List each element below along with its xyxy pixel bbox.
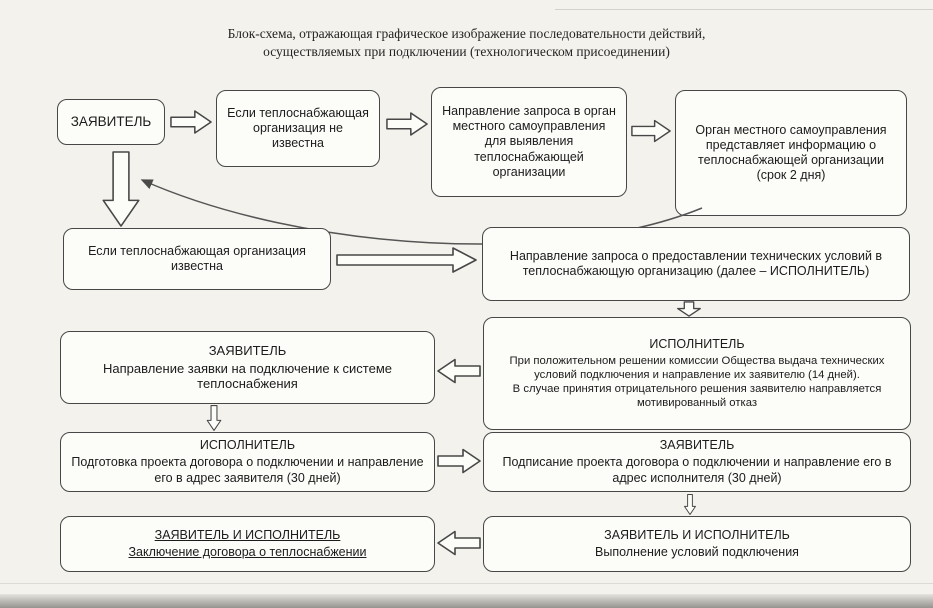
box-request-tech-conditions: Направление запроса о предоставлении тех… bbox=[482, 227, 910, 301]
arrow-applicant-to-org-unknown-icon bbox=[170, 110, 212, 134]
box-executor-decision-text-negative: В случае принятия отрицательного решения… bbox=[512, 383, 882, 410]
scan-artifact-top-line bbox=[555, 9, 933, 10]
box-application-submission-text: Направление заявки на подключение к сист… bbox=[102, 360, 393, 392]
arrow-application-down-icon bbox=[206, 405, 222, 431]
scan-artifact-mid-line bbox=[0, 583, 933, 584]
box-application-submission-title: ЗАЯВИТЕЛЬ bbox=[208, 342, 287, 358]
box-request-to-local-government: Направление запроса в орган местного сам… bbox=[431, 87, 627, 197]
box-application-submission: ЗАЯВИТЕЛЬ Направление заявки на подключе… bbox=[60, 331, 435, 404]
box-applicant-text: ЗАЯВИТЕЛЬ bbox=[70, 113, 152, 129]
box-conditions-fulfillment-text: Выполнение условий подключения bbox=[595, 545, 799, 559]
arrow-fulfillment-to-conclusion-icon bbox=[437, 530, 481, 556]
box-contract-conclusion-text: Заключение договора о теплоснабжении bbox=[128, 545, 367, 559]
arrow-contract-draft-to-signing-icon bbox=[437, 448, 481, 474]
box-org-known: Если теплоснабжающая организация известн… bbox=[63, 228, 331, 290]
box-local-government-provides-info: Орган местного самоуправления представля… bbox=[675, 90, 907, 216]
arrow-applicant-down-icon bbox=[102, 151, 140, 227]
box-applicant: ЗАЯВИТЕЛЬ bbox=[57, 99, 165, 145]
box-contract-conclusion-title: ЗАЯВИТЕЛЬ И ИСПОЛНИТЕЛЬ bbox=[154, 527, 341, 542]
box-executor-decision: ИСПОЛНИТЕЛЬ При положительном решении ко… bbox=[483, 317, 911, 430]
arrow-request-to-local-government-icon bbox=[631, 119, 671, 143]
box-contract-draft: ИСПОЛНИТЕЛЬ Подготовка проекта договора … bbox=[60, 432, 435, 492]
arrow-org-known-to-request-tech-icon bbox=[336, 247, 477, 273]
arrow-executor-to-application-icon bbox=[437, 358, 481, 384]
box-conditions-fulfillment: ЗАЯВИТЕЛЬ И ИСПОЛНИТЕЛЬ Выполнение услов… bbox=[483, 516, 911, 572]
box-contract-signing-title: ЗАЯВИТЕЛЬ bbox=[659, 438, 735, 453]
arrow-contract-signing-down-icon bbox=[684, 494, 696, 515]
box-org-known-text: Если теплоснабжающая организация известн… bbox=[88, 243, 306, 273]
box-contract-draft-text: Подготовка проекта договора о подключени… bbox=[71, 455, 424, 485]
box-conditions-fulfillment-title: ЗАЯВИТЕЛЬ И ИСПОЛНИТЕЛЬ bbox=[604, 527, 790, 542]
box-org-unknown: Если теплоснабжающая организация не изве… bbox=[216, 90, 380, 167]
box-request-to-local-government-text: Направление запроса в орган местного сам… bbox=[442, 103, 616, 179]
box-local-government-provides-info-text: Орган местного самоуправления представля… bbox=[695, 122, 887, 183]
box-executor-decision-title: ИСПОЛНИТЕЛЬ bbox=[649, 336, 745, 351]
scan-artifact-bottom-band bbox=[0, 594, 933, 608]
box-contract-signing-text: Подписание проекта договора о подключени… bbox=[502, 455, 892, 485]
box-org-unknown-text: Если теплоснабжающая организация не изве… bbox=[227, 105, 369, 151]
diagram-title: Блок-схема, отражающая графическое изобр… bbox=[0, 25, 933, 61]
box-contract-draft-title: ИСПОЛНИТЕЛЬ bbox=[199, 438, 296, 453]
box-contract-signing: ЗАЯВИТЕЛЬ Подписание проекта договора о … bbox=[483, 432, 911, 492]
box-contract-conclusion: ЗАЯВИТЕЛЬ И ИСПОЛНИТЕЛЬ Заключение догов… bbox=[60, 516, 435, 572]
box-request-tech-conditions-text: Направление запроса о предоставлении тех… bbox=[509, 248, 883, 278]
diagram-title-line1: Блок-схема, отражающая графическое изобр… bbox=[227, 26, 706, 41]
arrow-org-unknown-to-request-icon bbox=[386, 112, 428, 136]
diagram-title-line2: осуществляемых при подключении (технолог… bbox=[263, 43, 670, 59]
arrow-request-tech-down-icon bbox=[677, 301, 701, 317]
box-executor-decision-text-positive: При положительном решении комиссии Общес… bbox=[509, 354, 885, 382]
